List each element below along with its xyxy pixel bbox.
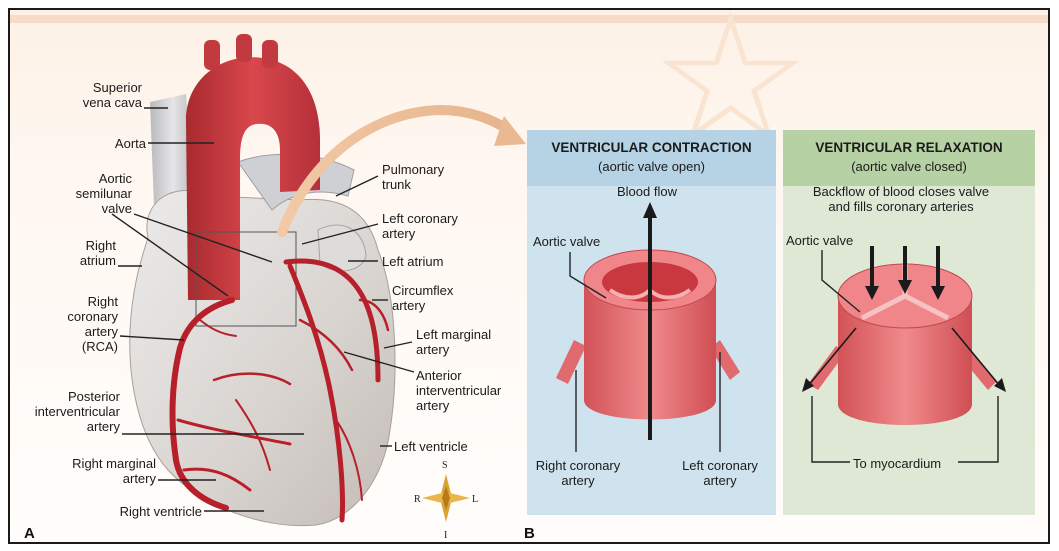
right-coronary-branch (556, 340, 586, 384)
label-right-coronary-artery-b: Right coronary artery (528, 458, 628, 488)
compass-left: L (472, 492, 478, 507)
label-right-ventricle: Right ventricle (60, 504, 202, 519)
label-aortic-valve-closed: Aortic valve (786, 233, 853, 248)
label-backflow: Backflow of blood closes valve and fills… (786, 184, 1016, 214)
label-left-atrium: Left atrium (382, 254, 443, 269)
panel-letter-b: B (524, 525, 535, 542)
label-aorta: Aorta (60, 136, 146, 151)
label-left-ventricle: Left ventricle (394, 439, 468, 454)
aortic-branch-3 (262, 40, 278, 68)
label-pulmonary-trunk: Pulmonary trunk (382, 162, 444, 192)
label-right-marginal-artery: Right marginal artery (40, 456, 156, 486)
compass-inferior: I (444, 528, 447, 543)
label-left-marginal-artery: Left marginal artery (416, 327, 491, 357)
panel-letter-a: A (24, 525, 35, 542)
closed-valve-illustration (802, 246, 1006, 462)
label-left-coronary-artery-b: Left coronary artery (668, 458, 772, 488)
aortic-branch-1 (204, 40, 220, 70)
label-right-coronary-artery: Right coronary artery (RCA) (30, 294, 118, 354)
label-to-myocardium: To myocardium (853, 456, 941, 471)
label-posterior-interventricular-artery: Posterior interventricular artery (14, 389, 120, 434)
label-right-atrium: Right atrium (40, 238, 116, 268)
label-superior-vena-cava: Superior vena cava (60, 80, 142, 110)
label-left-coronary-artery: Left coronary artery (382, 211, 458, 241)
label-circumflex-artery: Circumflex artery (392, 283, 453, 313)
label-blood-flow: Blood flow (617, 184, 677, 199)
blood-flow-arrowhead (643, 202, 657, 218)
compass-right: R (414, 492, 421, 507)
label-aortic-semilunar-valve: Aortic semilunar valve (40, 171, 132, 216)
label-anterior-interventricular-artery: Anterior interventricular artery (416, 368, 501, 413)
compass-superior: S (442, 458, 448, 473)
label-aortic-valve-open: Aortic valve (533, 234, 600, 249)
aortic-branch-2 (236, 34, 252, 62)
compass-rose (422, 474, 470, 522)
